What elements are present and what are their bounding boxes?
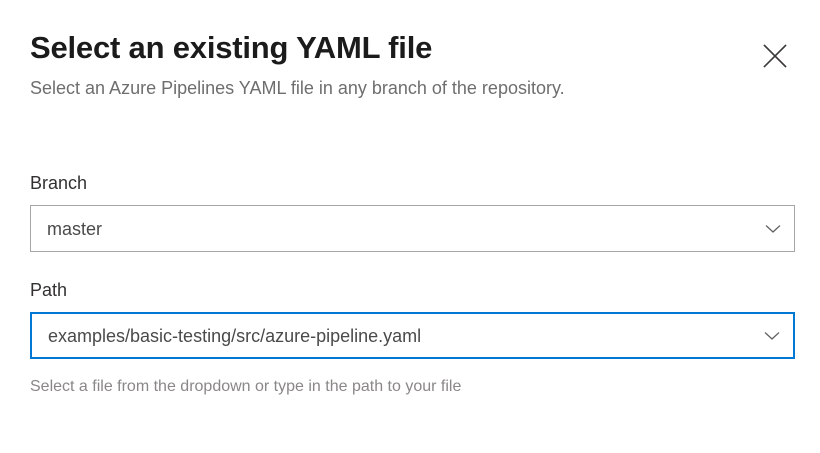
path-label: Path (30, 280, 68, 300)
page-title: Select an existing YAML file (30, 30, 433, 65)
path-field-group: Path Select a file from the dropdown or … (30, 277, 795, 398)
close-button[interactable] (753, 34, 797, 78)
branch-label: Branch (30, 173, 88, 193)
path-helper-text: Select a file from the dropdown or type … (30, 378, 462, 395)
chevron-down-icon (762, 326, 782, 346)
branch-input[interactable] (31, 215, 752, 242)
dialog-header: Select an existing YAML file Select an A… (30, 28, 790, 102)
dialog-subtitle: Select an Azure Pipelines YAML file in a… (30, 78, 565, 98)
branch-field-group: Branch (30, 170, 795, 252)
branch-combobox[interactable] (30, 205, 795, 252)
close-icon (762, 43, 788, 69)
path-input[interactable] (32, 322, 751, 349)
path-combobox[interactable] (30, 312, 795, 359)
path-dropdown-toggle[interactable] (751, 314, 793, 357)
branch-dropdown-toggle[interactable] (752, 206, 794, 251)
yaml-file-form: Branch Path (30, 170, 795, 398)
chevron-down-icon (763, 219, 783, 239)
